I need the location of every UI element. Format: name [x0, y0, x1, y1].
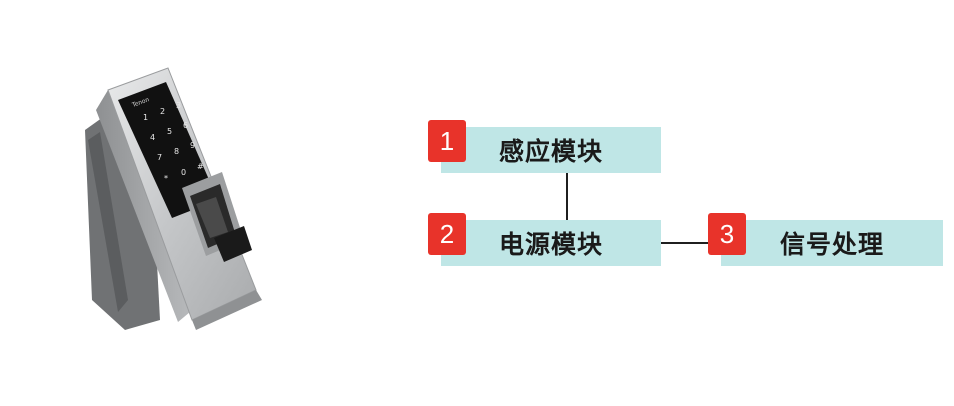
svg-text:2: 2: [160, 107, 165, 116]
module-sensing-bar: 感应模块: [441, 127, 661, 173]
svg-text:9: 9: [190, 141, 195, 150]
svg-text:#: #: [197, 162, 204, 171]
module-signal-bar: 信号处理: [721, 220, 943, 266]
connector-horizontal: [661, 242, 721, 244]
module-signal-label: 信号处理: [779, 230, 884, 259]
module-1-badge: 1: [428, 120, 466, 162]
svg-text:6: 6: [183, 121, 188, 130]
svg-text:3: 3: [176, 101, 181, 110]
module-3-badge: 3: [708, 213, 746, 255]
svg-text:4: 4: [150, 133, 155, 142]
svg-text:0: 0: [181, 168, 186, 177]
svg-text:*: *: [164, 174, 168, 183]
svg-text:5: 5: [167, 127, 172, 136]
module-power-bar: 电源模块: [441, 220, 661, 266]
module-power-label: 电源模块: [498, 230, 603, 259]
svg-text:1: 1: [143, 113, 148, 122]
module-sensing-label: 感应模块: [498, 137, 603, 166]
svg-text:8: 8: [174, 147, 179, 156]
module-2-badge: 2: [428, 213, 466, 255]
connector-vertical: [566, 173, 568, 220]
fingerprint-lock-image: Tenon 123 456 789 *0#: [85, 67, 262, 330]
svg-text:7: 7: [157, 153, 162, 162]
